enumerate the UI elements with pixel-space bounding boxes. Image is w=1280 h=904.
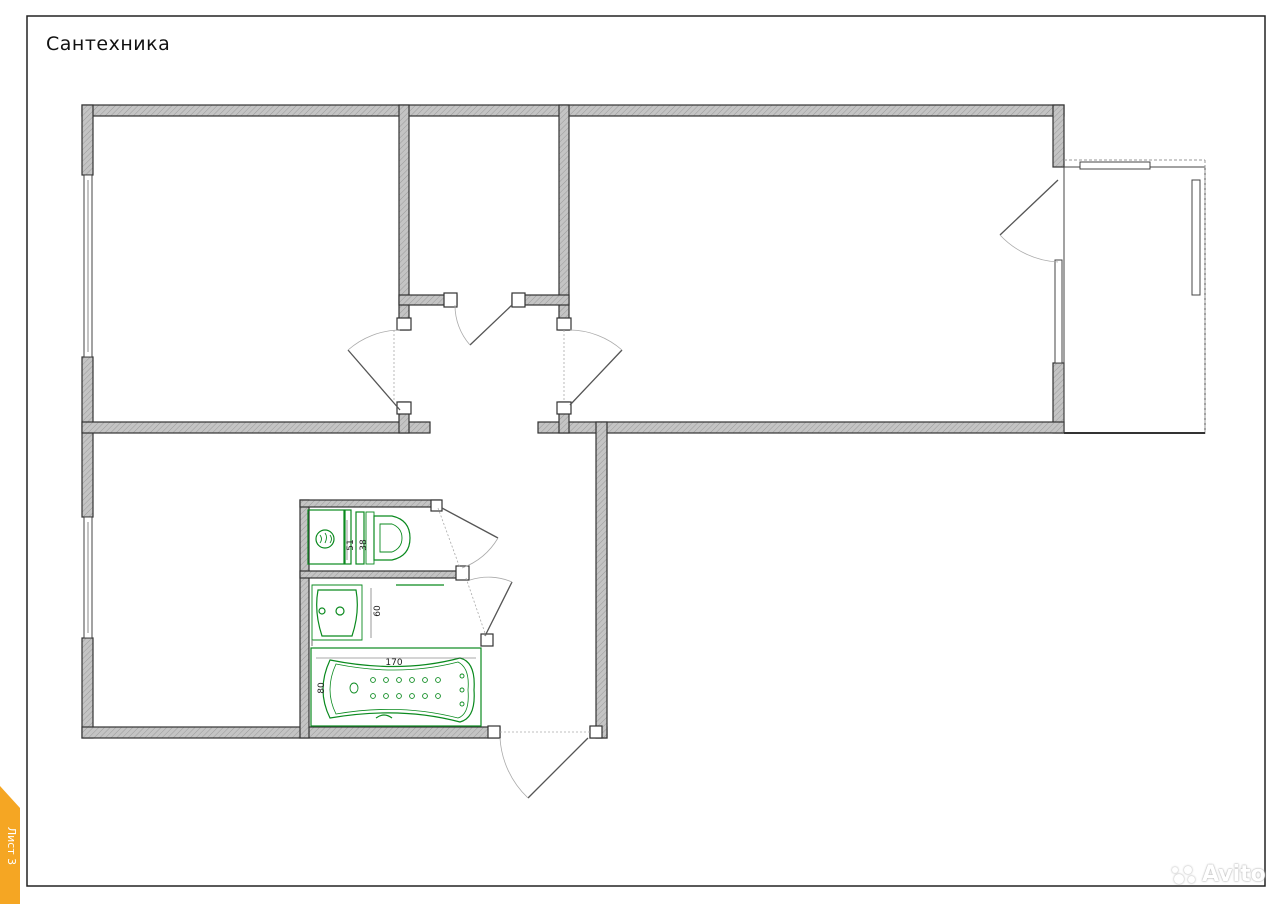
- wall-left-1: [81, 104, 94, 176]
- wall-mid-right: [537, 421, 1065, 434]
- wall-mid-left: [81, 421, 431, 434]
- bathtub-icon: [310, 647, 482, 727]
- dim-sink-length: 60: [373, 605, 383, 617]
- sheet-title: Сантехника: [46, 33, 171, 55]
- door-frame: [511, 292, 526, 308]
- watermark: Avito: [1172, 862, 1266, 887]
- washing-machine-icon: [307, 509, 352, 565]
- dim-bath-length: 170: [385, 658, 402, 668]
- dimension-labels: 51 38 60 170 80: [316, 520, 476, 694]
- balcony: [1063, 159, 1206, 434]
- door-frame: [396, 401, 412, 415]
- sheet-tab: [0, 786, 20, 904]
- walls: [81, 104, 1065, 739]
- door-leaf: [999, 179, 1059, 236]
- door-leaf: [347, 349, 401, 411]
- sink-icon: [311, 584, 444, 646]
- dim-washer-depth: 51: [346, 539, 356, 550]
- wall-right-1: [1052, 104, 1065, 168]
- door-frame: [589, 725, 603, 739]
- door-frame: [480, 633, 494, 647]
- door-frame: [487, 725, 501, 739]
- door-frame: [396, 317, 412, 331]
- door-frame: [430, 499, 443, 512]
- wall-bath-divider: [299, 570, 461, 579]
- balcony-glazing-top: [1079, 161, 1151, 170]
- dim-toilet-width: 38: [359, 539, 369, 551]
- window-right: [1054, 259, 1063, 364]
- door-leaf: [469, 304, 513, 346]
- door-leaf: [484, 581, 513, 637]
- balcony-outline: [1063, 166, 1206, 434]
- balcony-glazing-side: [1191, 179, 1201, 296]
- wall-bath-top: [299, 499, 441, 508]
- door-leaf: [527, 737, 589, 799]
- windows: [83, 174, 1063, 639]
- door-leaf: [569, 349, 623, 406]
- dim-bath-width: 80: [317, 682, 327, 694]
- wall-top: [81, 104, 1065, 117]
- wall-hall-right: [595, 421, 608, 739]
- sheet-tab-label: Лист 3: [5, 826, 18, 866]
- watermark-text: Avito: [1202, 862, 1266, 887]
- wall-bottom: [81, 726, 501, 739]
- door-leaf: [441, 507, 499, 539]
- door-frame: [443, 292, 458, 308]
- doors: [347, 179, 1059, 799]
- toilet-icon: [355, 511, 411, 565]
- door-frame: [556, 317, 572, 331]
- avito-logo-icon: [1172, 864, 1198, 886]
- plumbing-fixtures: [307, 509, 482, 727]
- sheet-frame: [26, 15, 1266, 887]
- wall-left-3: [81, 637, 94, 739]
- door-frame: [556, 401, 572, 415]
- wall-left-2: [81, 356, 94, 518]
- door-frames: [396, 292, 603, 739]
- door-frame: [455, 565, 470, 581]
